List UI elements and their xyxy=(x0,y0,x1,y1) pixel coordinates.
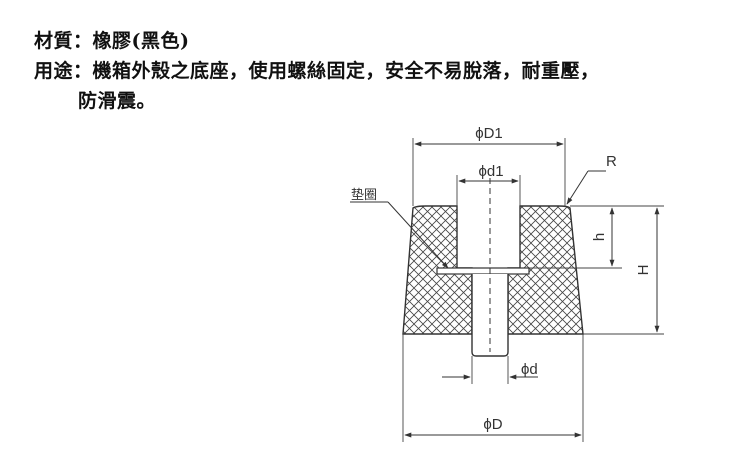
material-line: 材質：橡膠(黑色) xyxy=(34,26,600,56)
radius-label: R xyxy=(606,153,617,170)
material-value: 橡膠(黑色) xyxy=(92,30,190,52)
dimension-lines xyxy=(350,141,660,438)
washer-plate xyxy=(436,267,530,275)
inner-top-diameter-label: ϕd1 xyxy=(478,163,503,180)
base-diameter-label: ϕD xyxy=(483,416,502,433)
usage-value-line1: 機箱外殼之底座，使用螺絲固定，安全不易脫落，耐重壓， xyxy=(92,60,600,82)
material-label: 材質： xyxy=(34,30,93,52)
total-height-label: H xyxy=(635,265,652,276)
usage-value-line2: 防滑震。 xyxy=(78,90,157,112)
hole-depth-label: h xyxy=(591,233,608,241)
extension-lines xyxy=(402,138,664,442)
usage-line-continued: 防滑震。 xyxy=(34,86,600,116)
bolt-diameter-label: ϕd xyxy=(521,361,538,378)
outer-top-diameter-label: ϕD1 xyxy=(475,125,503,142)
bolt xyxy=(471,274,509,357)
usage-line: 用途：機箱外殼之底座，使用螺絲固定，安全不易脫落，耐重壓， xyxy=(34,56,600,86)
washer-label: 垫圈 xyxy=(351,187,377,203)
usage-label: 用途： xyxy=(34,60,93,82)
product-description: 材質：橡膠(黑色) 用途：機箱外殼之底座，使用螺絲固定，安全不易脫落，耐重壓， … xyxy=(34,26,600,116)
